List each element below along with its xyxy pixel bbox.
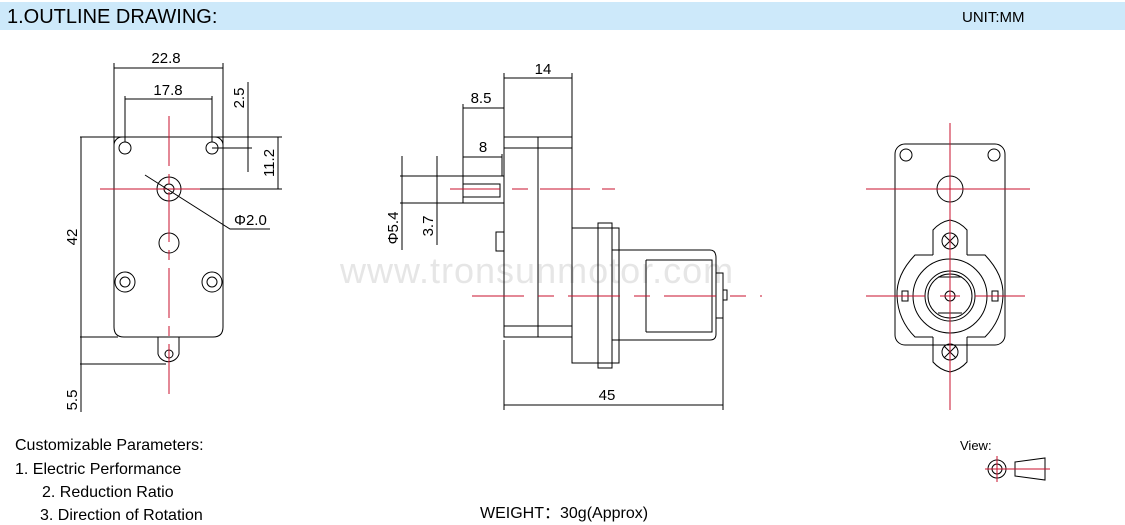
dim-hole-spacing: 17.8 bbox=[153, 82, 182, 99]
front-view: 22.8 17.8 2.5 11.2 42 5.5 Φ2.0 bbox=[64, 50, 282, 412]
dim-flat: 3.7 bbox=[420, 216, 437, 237]
side-view: 14 8.5 8 Φ5.4 3.7 45 bbox=[385, 61, 762, 410]
projection-symbol-icon bbox=[985, 456, 1050, 482]
rear-view bbox=[866, 123, 1030, 410]
weight-label: WEIGHT：30g(Approx) bbox=[480, 505, 648, 522]
param-item: 2. Reduction Ratio bbox=[42, 484, 174, 501]
dim-shaft-dia: Φ2.0 bbox=[234, 212, 267, 229]
param-item: 3. Direction of Rotation bbox=[40, 507, 203, 524]
header-band bbox=[0, 2, 1125, 30]
view-label: View: bbox=[960, 438, 992, 453]
dim-shaft-length: 8.5 bbox=[471, 90, 492, 107]
dim-shaft-diameter: Φ5.4 bbox=[385, 212, 402, 245]
dim-flat-length: 8 bbox=[479, 139, 487, 156]
dim-hole-offset: 2.5 bbox=[231, 88, 248, 109]
dim-gearbox-depth: 14 bbox=[535, 61, 552, 78]
dim-total-length: 45 bbox=[599, 387, 616, 404]
param-item: 1. Electric Performance bbox=[15, 461, 181, 478]
watermark: www.tronsunmotor.com bbox=[339, 250, 734, 291]
dim-width: 22.8 bbox=[151, 50, 180, 67]
dim-height: 42 bbox=[64, 229, 81, 246]
params-heading: Customizable Parameters: bbox=[15, 437, 204, 454]
drawing-title: 1.OUTLINE DRAWING: bbox=[7, 6, 217, 28]
dim-shaft-offset: 11.2 bbox=[261, 149, 278, 177]
unit-label: UNIT:MM bbox=[962, 9, 1025, 26]
dim-tab: 5.5 bbox=[64, 390, 81, 411]
